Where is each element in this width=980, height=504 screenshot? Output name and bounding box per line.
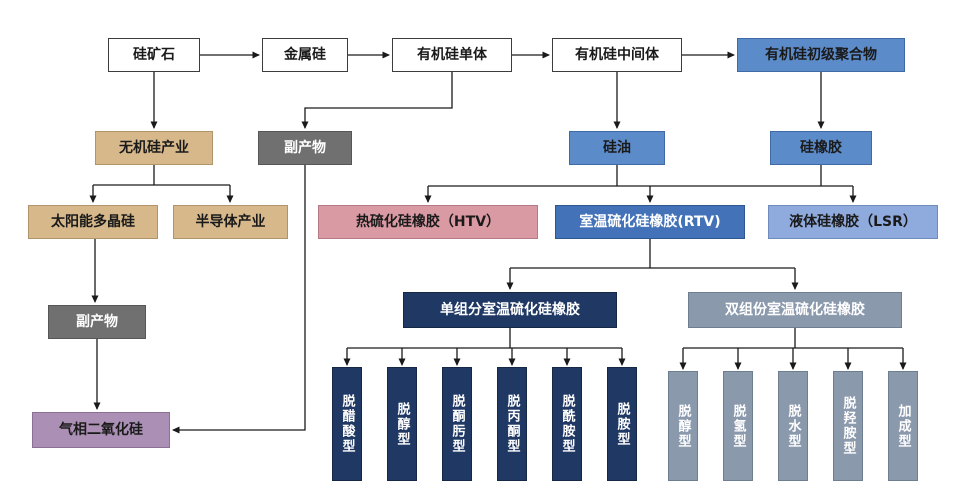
node-solar-polysilicon: 太阳能多晶硅: [28, 205, 158, 239]
node-type-deacetone: 脱丙酮型: [497, 367, 527, 481]
node-type-dewater: 脱水型: [778, 371, 808, 481]
node-semiconductor-industry: 半导体产业: [173, 205, 288, 239]
node-type-addition: 加成型: [888, 371, 918, 481]
node-organosilicon-intermediate: 有机硅中间体: [552, 38, 682, 72]
node-silicone-rubber: 硅橡胶: [770, 131, 872, 165]
node-rtv-rubber: 室温硫化硅橡胶(RTV): [555, 205, 745, 239]
node-type-dehydrogen: 脱氢型: [723, 371, 753, 481]
node-type-dealcohol-one: 脱醇型: [387, 367, 417, 481]
node-type-deketoxime: 脱酮肟型: [442, 367, 472, 481]
node-type-dehydroxylamine: 脱羟胺型: [833, 371, 863, 481]
node-byproduct-b: 副产物: [48, 305, 146, 339]
node-htv-rubber: 热硫化硅橡胶（HTV）: [318, 205, 538, 239]
node-primary-polymer: 有机硅初级聚合物: [737, 38, 905, 72]
node-silicon-ore: 硅矿石: [108, 38, 200, 72]
node-type-deamide: 脱酰胺型: [552, 367, 582, 481]
node-byproduct-a: 副产物: [258, 131, 352, 165]
node-type-deacetic-acid: 脱醋酸型: [332, 367, 362, 481]
node-inorganic-silicon-industry: 无机硅产业: [95, 131, 213, 165]
node-silicone-oil: 硅油: [569, 131, 665, 165]
node-organosilicon-monomer: 有机硅单体: [392, 38, 512, 72]
node-type-dealcohol-two: 脱醇型: [668, 371, 698, 481]
node-one-component-rtv: 单组分室温硫化硅橡胶: [403, 292, 617, 328]
node-metal-silicon: 金属硅: [262, 38, 348, 72]
node-type-deamine: 脱胺型: [607, 367, 637, 481]
node-two-component-rtv: 双组份室温硫化硅橡胶: [688, 292, 902, 328]
node-lsr-rubber: 液体硅橡胶（LSR）: [768, 205, 938, 239]
node-fumed-silica: 气相二氧化硅: [32, 412, 170, 448]
